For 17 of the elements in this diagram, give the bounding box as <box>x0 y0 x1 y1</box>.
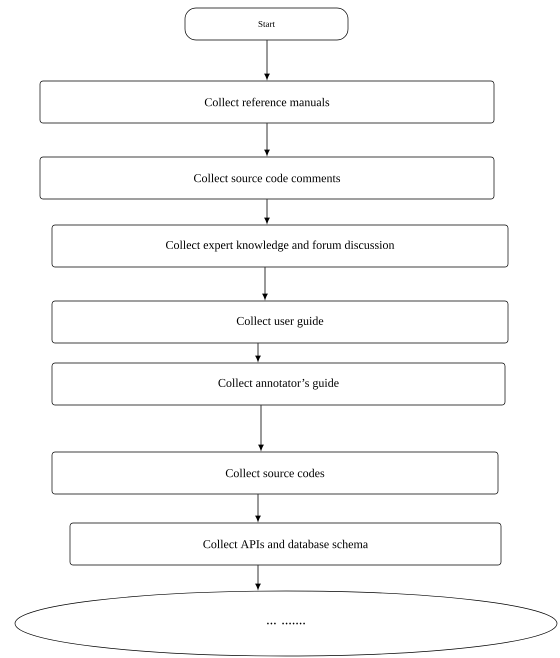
arrow <box>255 564 261 590</box>
arrow <box>264 40 270 80</box>
arrow <box>255 494 261 522</box>
arrow <box>264 198 270 224</box>
process-box: Collect annotator’s guide <box>52 362 506 406</box>
arrow <box>264 122 270 156</box>
start-terminal: Start <box>184 8 348 40</box>
process-box: Collect reference manuals <box>40 80 494 124</box>
process-box: Collect APIs and database schema <box>70 522 502 566</box>
process-box: Collect user guide <box>52 300 508 344</box>
arrow <box>258 404 264 451</box>
process-box: Collect source codes <box>52 452 498 494</box>
process-box: Collect source code comments <box>40 156 494 200</box>
end-terminal: ... ....... <box>14 590 558 656</box>
arrow <box>255 342 261 362</box>
arrow <box>262 266 268 300</box>
process-box: Collect expert knowledge and forum discussion <box>52 224 508 268</box>
